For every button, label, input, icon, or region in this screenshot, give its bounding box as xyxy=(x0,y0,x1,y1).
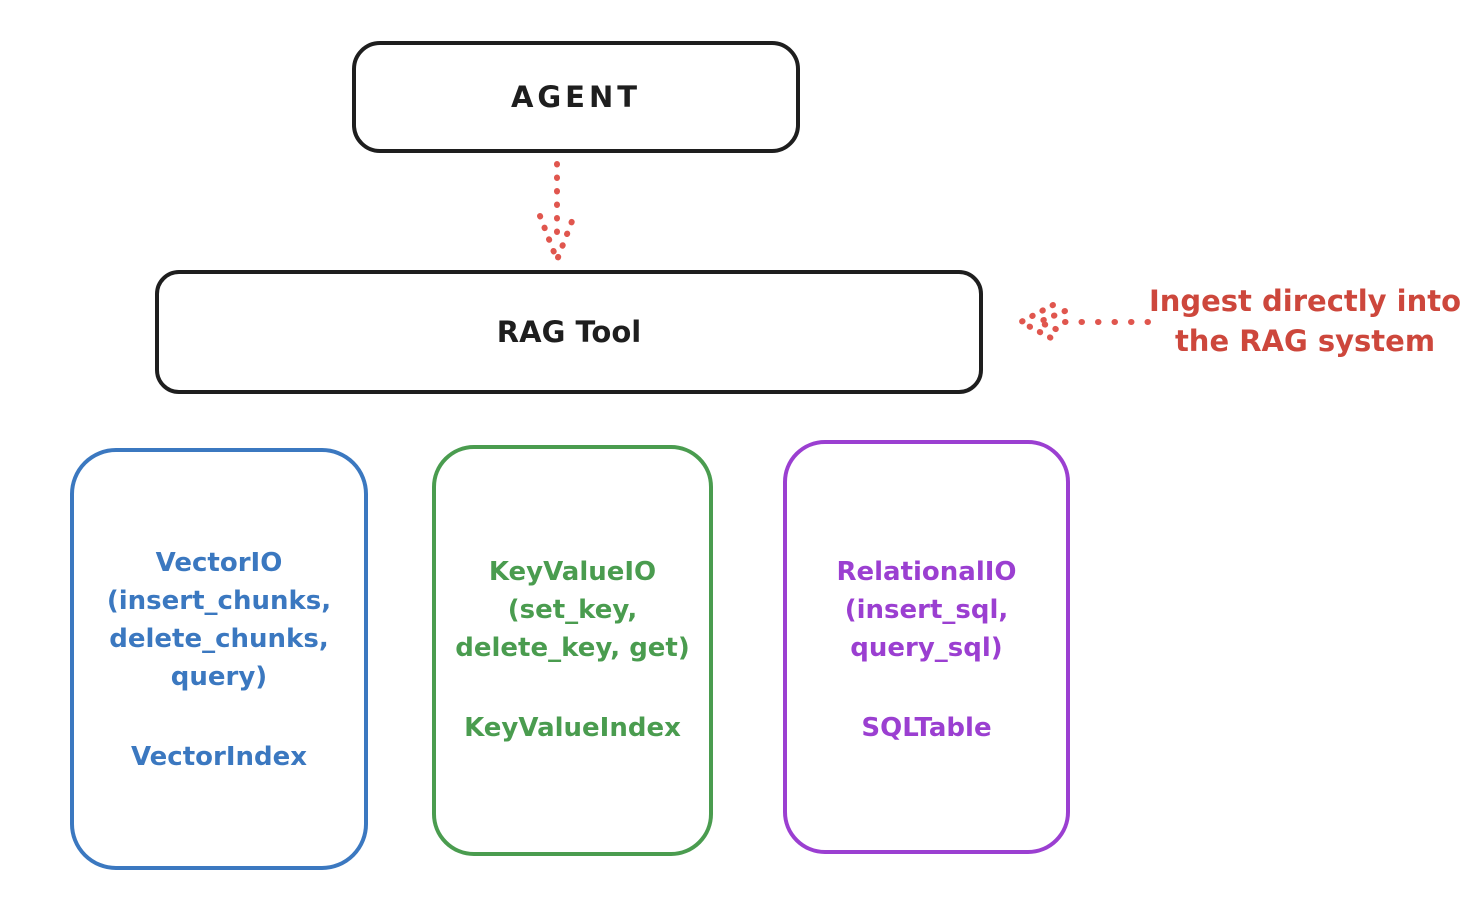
annotation-arrow-head-inner xyxy=(1036,308,1068,336)
agent-label: AGENT xyxy=(510,80,642,114)
vector-io-line: delete_chunks, xyxy=(109,624,329,654)
annotation-arrow-head-outer xyxy=(1018,302,1056,342)
ingest-annotation: Ingest directly into the RAG system xyxy=(1130,281,1480,361)
vector-index-label: VectorIndex xyxy=(130,742,308,772)
rag-tool-label: RAG Tool xyxy=(496,315,642,349)
rag-tool-node: RAG Tool xyxy=(155,270,983,394)
vector-io-line: VectorIO xyxy=(155,548,283,578)
agent-node: AGENT xyxy=(352,41,800,153)
relational-io-line: query_sql) xyxy=(850,633,1003,663)
annotation-to-rag-arrow xyxy=(1018,302,1161,342)
keyvalue-io-line: (set_key, xyxy=(507,595,638,625)
vector-io-line: (insert_chunks, xyxy=(106,586,332,616)
vector-io-box: VectorIO (insert_chunks, delete_chunks, … xyxy=(70,448,368,870)
vector-io-line: query) xyxy=(170,662,268,692)
sql-table-label: SQLTable xyxy=(861,713,992,743)
ingest-annotation-line2: the RAG system xyxy=(1174,324,1436,358)
keyvalue-io-line: delete_key, get) xyxy=(455,633,690,663)
agent-to-rag-arrow xyxy=(537,161,577,263)
keyvalue-index-label: KeyValueIndex xyxy=(464,713,681,743)
ingest-annotation-line1: Ingest directly into xyxy=(1148,284,1462,318)
relational-io-line: (insert_sql, xyxy=(844,595,1009,625)
keyvalue-io-box: KeyValueIO (set_key, delete_key, get) Ke… xyxy=(432,445,713,856)
keyvalue-io-line: KeyValueIO xyxy=(488,557,657,587)
relational-io-line: RelationalIO xyxy=(836,557,1017,587)
agent-to-rag-arrow-head xyxy=(537,213,577,263)
relational-io-box: RelationalIO (insert_sql, query_sql) SQL… xyxy=(783,440,1070,854)
